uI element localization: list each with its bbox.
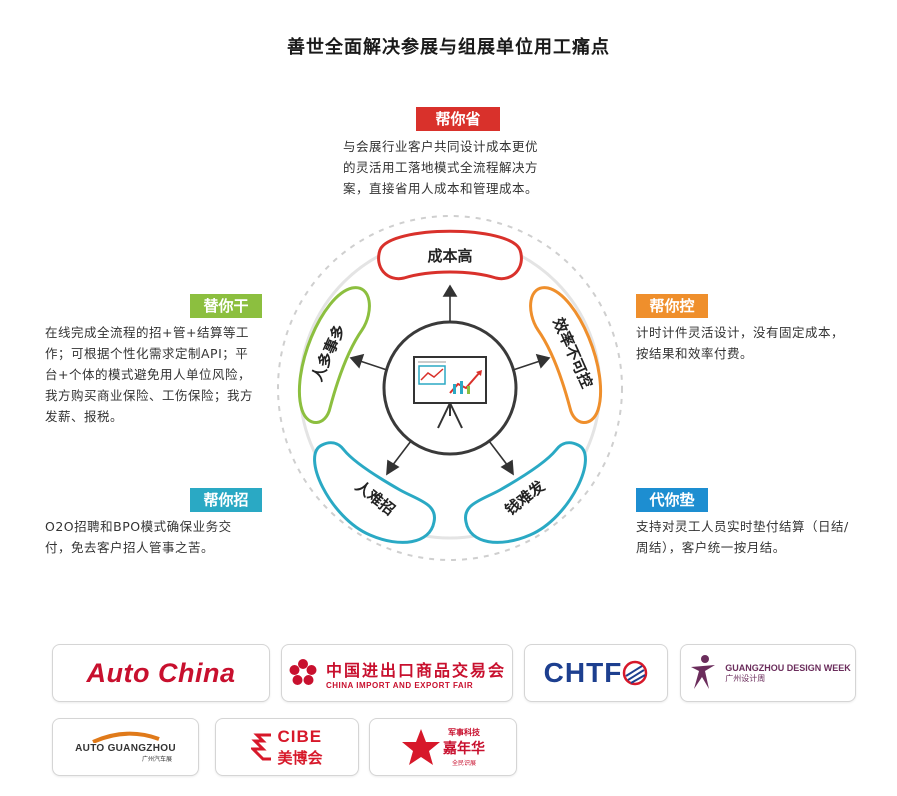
desc-line: O2O招聘和BPO模式确保业务交 bbox=[45, 519, 232, 534]
logo-guangzhou-design-week: GUANGZHOU DESIGN WEEK 广州设计周 bbox=[680, 644, 856, 702]
star-icon bbox=[402, 729, 440, 765]
star-cn2: 嘉年华 bbox=[443, 741, 485, 757]
logo-auto-guangzhou: AUTO GUANGZHOU 广州汽车展 bbox=[52, 718, 199, 776]
logo-canton-fair: 中国进出口商品交易会 CHINA IMPORT AND EXPORT FAIR bbox=[281, 644, 513, 702]
tag-work: 替你干 bbox=[190, 294, 262, 318]
petal-pay bbox=[464, 441, 587, 544]
canton-fair-en: CHINA IMPORT AND EXPORT FAIR bbox=[325, 680, 474, 690]
cibe-en: CIBE bbox=[277, 726, 323, 746]
tag-recruit: 帮你招 bbox=[190, 488, 262, 512]
cibe-mark-icon bbox=[251, 733, 272, 761]
desc-save: 与会展行业客户共同设计成本更优的灵活用工落地模式全流程解决方案，直接省用人成本和… bbox=[343, 136, 573, 199]
chtf-text: CHTF bbox=[543, 657, 623, 688]
petal-cost bbox=[377, 229, 523, 281]
desc-line: 台+个体的模式避免用人单位风险， bbox=[45, 367, 251, 382]
desc-line: 的灵活用工落地模式全流程解决方 bbox=[343, 160, 539, 175]
logo-auto-china: Auto China bbox=[52, 644, 270, 702]
design-week-figure-icon bbox=[691, 655, 716, 689]
tag-control: 帮你控 bbox=[636, 294, 708, 318]
logo-military-carnival: 军事科技 嘉年华 全民识展 bbox=[369, 718, 517, 776]
logo-auto-china-text: Auto China bbox=[86, 657, 236, 688]
pain-label-cost: 成本高 bbox=[427, 247, 472, 265]
desc-line: 按结果和效率付费。 bbox=[636, 346, 754, 361]
petal-hire bbox=[313, 441, 436, 544]
outer-dashed-ring bbox=[277, 215, 623, 561]
desc-line: 作；可根据个性化需求定制API；平 bbox=[45, 346, 249, 361]
design-week-en: GUANGZHOU DESIGN WEEK bbox=[725, 662, 851, 673]
logo-chtf: CHTF bbox=[524, 644, 668, 702]
desc-line: 周结），客户统一按月结。 bbox=[636, 540, 786, 555]
petal-tasks bbox=[297, 286, 371, 424]
presentation-board-icon bbox=[413, 356, 487, 429]
tag-save: 帮你省 bbox=[416, 107, 500, 131]
desc-line: 支持对灵工人员实时垫付结算（日结/ bbox=[636, 519, 849, 534]
desc-line: 我方购买商业保险、工伤保险；我方 bbox=[45, 388, 254, 403]
desc-line: 计时计件灵活设计，没有固定成本， bbox=[636, 325, 845, 340]
desc-line: 发薪、报税。 bbox=[45, 409, 124, 424]
desc-line: 与会展行业客户共同设计成本更优 bbox=[343, 139, 539, 154]
canton-fair-flower-icon bbox=[289, 659, 317, 685]
desc-control: 计时计件灵活设计，没有固定成本， 按结果和效率付费。 bbox=[636, 322, 876, 364]
auto-guangzhou-swoosh-icon bbox=[91, 731, 160, 743]
canton-fair-cn: 中国进出口商品交易会 bbox=[325, 660, 506, 680]
desc-recruit: O2O招聘和BPO模式确保业务交付，免去客户招人管事之苦。 bbox=[45, 516, 275, 558]
star-cn3: 全民识展 bbox=[451, 760, 476, 767]
desc-line: 在线完成全流程的招+管+结算等工 bbox=[45, 325, 249, 340]
logo-cibe: CIBE 美博会 bbox=[215, 718, 359, 776]
desc-advance: 支持对灵工人员实时垫付结算（日结/周结），客户统一按月结。 bbox=[636, 516, 876, 558]
page-title: 善世全面解决参展与组展单位用工痛点 bbox=[287, 37, 610, 58]
chtf-ball-icon bbox=[623, 660, 648, 686]
desc-line: 案，直接省用人成本和管理成本。 bbox=[343, 181, 539, 196]
arrows bbox=[349, 284, 551, 476]
auto-guangzhou-en: AUTO GUANGZHOU bbox=[75, 743, 176, 754]
tag-advance: 代你垫 bbox=[636, 488, 708, 512]
design-week-cn: 广州设计周 bbox=[725, 673, 766, 683]
desc-work: 在线完成全流程的招+管+结算等工作；可根据个性化需求定制API；平台+个体的模式… bbox=[45, 322, 275, 427]
auto-guangzhou-cn: 广州汽车展 bbox=[141, 756, 172, 763]
cibe-cn: 美博会 bbox=[277, 748, 323, 767]
star-cn1: 军事科技 bbox=[448, 728, 480, 737]
desc-line: 付，免去客户招人管事之苦。 bbox=[45, 540, 215, 555]
petal-efficiency bbox=[529, 286, 603, 424]
